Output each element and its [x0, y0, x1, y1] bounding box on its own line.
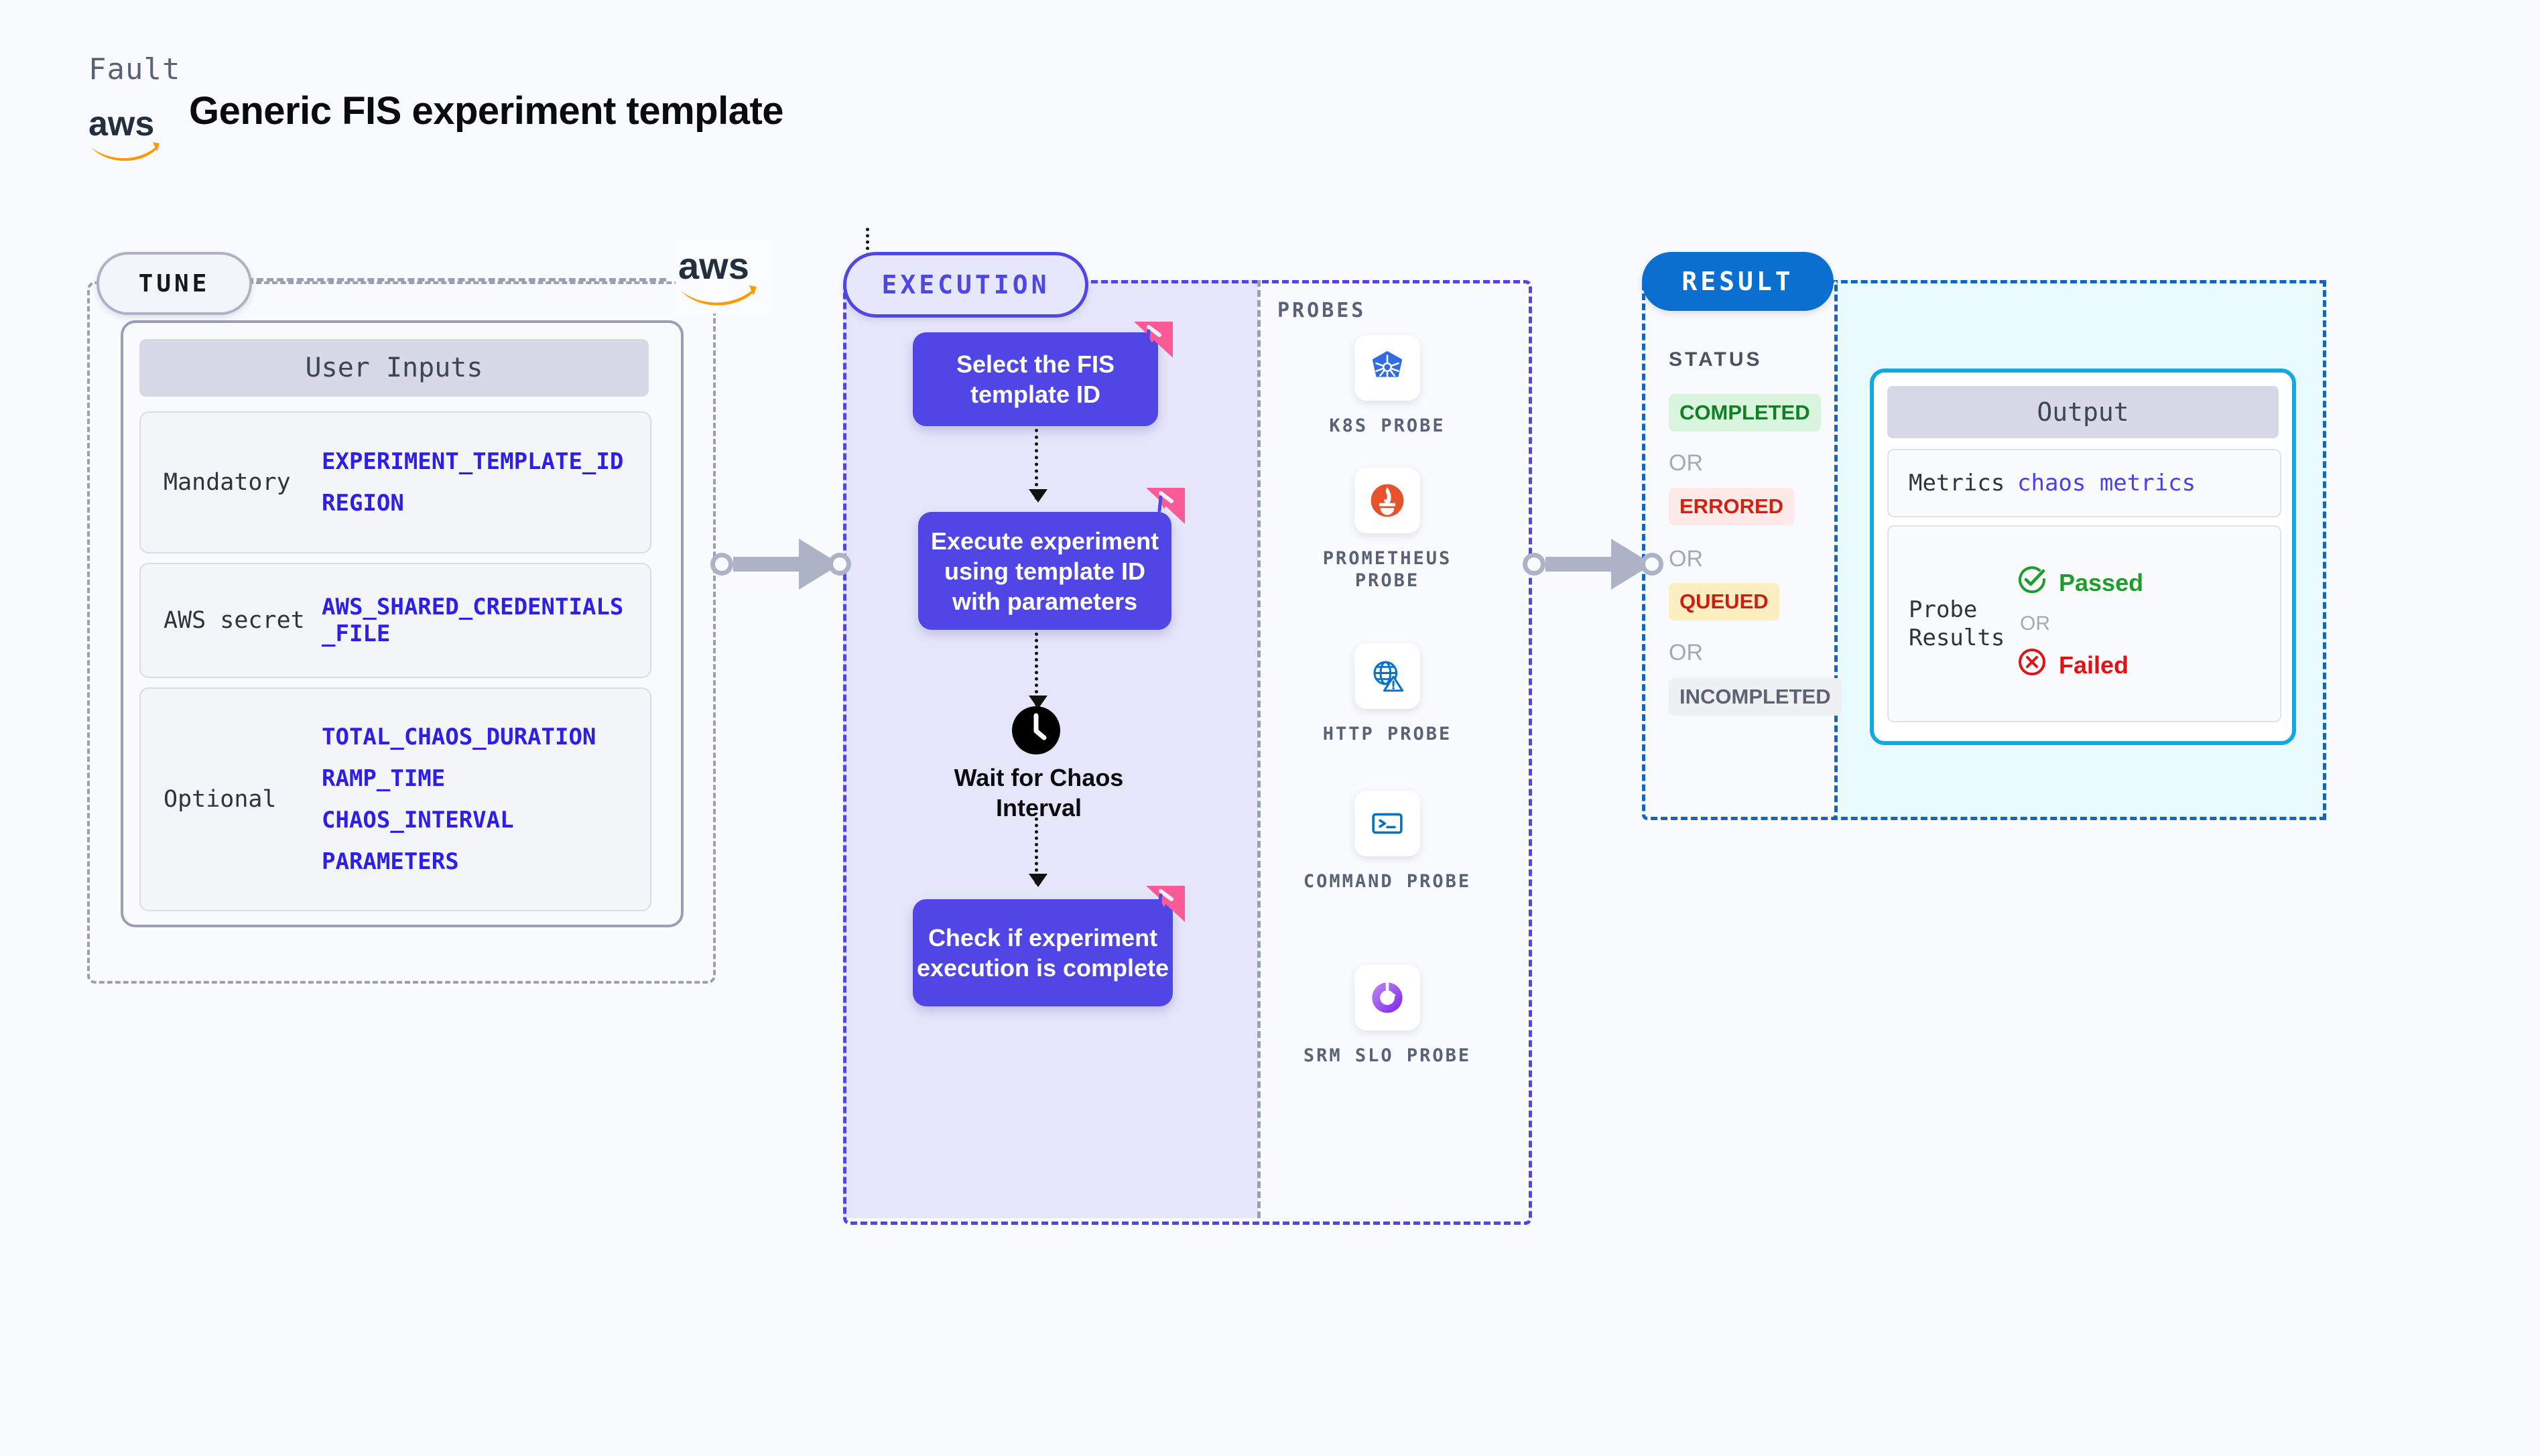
x-circle-icon: [2017, 647, 2047, 683]
execution-node-check-complete[interactable]: Check if experiment execution is complet…: [913, 899, 1173, 1006]
flow-connector-arrow: [1029, 429, 1047, 503]
probe-label: HTTP PROBE: [1322, 724, 1452, 744]
metrics-label: Metrics: [1909, 469, 2005, 497]
tune-stage-badge[interactable]: TUNE: [97, 252, 252, 315]
flow-connector-arrow: [1029, 633, 1047, 709]
param-row-label: Optional: [164, 786, 277, 813]
param-row-values: TOTAL_CHAOS_DURATION RAMP_TIME CHAOS_INT…: [322, 724, 596, 874]
param-row-mandatory: Mandatory EXPERIMENT_TEMPLATE_ID REGION: [139, 411, 651, 553]
execution-node-execute-experiment[interactable]: Execute experiment using template ID wit…: [918, 512, 1171, 630]
probe-item-command[interactable]: COMMAND PROBE: [1287, 791, 1488, 893]
param-row-label: AWS secret: [164, 607, 305, 634]
wait-for-chaos-interval-label: Wait for Chaos Interval: [954, 764, 1124, 822]
status-label: STATUS: [1669, 348, 1763, 371]
param-row-values: AWS_SHARED_CREDENTIALS _FILE: [322, 594, 623, 647]
param-row-aws-secret: AWS secret AWS_SHARED_CREDENTIALS _FILE: [139, 563, 651, 678]
param-row-label: Mandatory: [164, 469, 291, 496]
probe-label: PROMETHEUS PROBE: [1322, 548, 1452, 591]
param-value: PARAMETERS: [322, 848, 459, 876]
flow-connector-arrow: [1029, 817, 1047, 887]
arrow-start-dot: [710, 553, 733, 576]
result-status-frame: [1642, 280, 1838, 820]
probe-item-srm-slo[interactable]: SRM SLO PROBE: [1287, 965, 1488, 1067]
passed-label: Passed: [2059, 568, 2144, 596]
prometheus-icon: [1354, 468, 1420, 533]
status-badge-completed: COMPLETED: [1669, 394, 1821, 432]
output-row-metrics: Metrics chaos metrics: [1887, 449, 2281, 517]
check-circle-icon: [2017, 565, 2047, 600]
tune-aws-connector: [247, 278, 666, 281]
param-value: REGION: [322, 490, 404, 517]
or-separator: OR: [1669, 450, 1703, 476]
srm-slo-icon: [1354, 965, 1420, 1031]
probe-item-k8s[interactable]: K8S PROBE: [1287, 335, 1488, 438]
param-row-values: EXPERIMENT_TEMPLATE_ID REGION: [322, 449, 623, 516]
failed-label: Failed: [2059, 651, 2129, 679]
arrow-shaft: [733, 557, 800, 572]
param-value: RAMP_TIME: [322, 765, 446, 792]
or-separator: OR: [1669, 640, 1703, 665]
param-value: AWS_SHARED_CREDENTIALS: [322, 593, 624, 620]
fault-label: Fault: [88, 52, 181, 86]
param-value: CHAOS_INTERVAL: [322, 807, 514, 834]
metrics-value: chaos metrics: [2017, 470, 2196, 497]
flow-arrow-tune-to-execution: [710, 539, 851, 590]
user-inputs-header: User Inputs: [139, 339, 649, 397]
output-card: Output Metrics chaos metrics Probe Resul…: [1870, 369, 2296, 745]
probe-label: SRM SLO PROBE: [1303, 1045, 1472, 1066]
probes-label: PROBES: [1277, 299, 1367, 322]
probe-label: COMMAND PROBE: [1303, 871, 1472, 892]
status-badge-errored: ERRORED: [1669, 488, 1795, 525]
user-inputs-card: User Inputs Mandatory EXPERIMENT_TEMPLAT…: [121, 320, 684, 927]
output-row-probe-results: Probe Results Passed OR: [1887, 525, 2281, 722]
kubernetes-icon: [1354, 335, 1420, 401]
execution-stage-badge[interactable]: EXECUTION: [843, 252, 1088, 318]
result-stage-badge[interactable]: RESULT: [1642, 252, 1834, 311]
param-value: TOTAL_CHAOS_DURATION: [322, 723, 596, 750]
probe-results-label: Probe Results: [1909, 596, 2005, 651]
probe-result-passed: Passed: [2017, 565, 2143, 600]
arrow-start-dot: [1523, 553, 1545, 576]
arrow-end-dot: [828, 553, 851, 576]
output-header: Output: [1887, 386, 2279, 438]
probes-divider: [1257, 280, 1261, 1218]
litmus-chaos-icon: [1133, 320, 1174, 359]
litmus-chaos-icon: [1145, 884, 1186, 923]
probe-result-failed: Failed: [2017, 647, 2143, 683]
svg-text:aws: aws: [678, 245, 749, 287]
param-value: _FILE: [322, 620, 391, 647]
status-badge-incompleted: INCOMPLETED: [1669, 678, 1842, 716]
litmus-chaos-icon: [1145, 486, 1186, 525]
globe-warning-icon: [1354, 643, 1420, 709]
execution-frame: [843, 280, 1532, 1225]
execution-node-select-template[interactable]: Select the FIS template ID: [913, 332, 1158, 426]
param-value: EXPERIMENT_TEMPLATE_ID: [322, 448, 624, 475]
param-row-optional: Optional TOTAL_CHAOS_DURATION RAMP_TIME …: [139, 687, 651, 911]
clock-icon: [1011, 705, 1062, 756]
svg-text:aws: aws: [88, 105, 154, 143]
arrow-end-dot: [1641, 553, 1663, 576]
flow-arrow-execution-to-result: [1523, 539, 1663, 590]
aws-logo-icon: aws: [87, 101, 168, 165]
or-separator: OR: [1669, 546, 1703, 572]
aws-logo-icon: aws: [676, 240, 769, 314]
probe-results-values: Passed OR Failed: [2017, 565, 2143, 683]
arrow-shaft: [1545, 557, 1612, 572]
probe-label: K8S PROBE: [1329, 415, 1446, 436]
tune-frame: [87, 281, 716, 984]
probe-item-http[interactable]: HTTP PROBE: [1287, 643, 1488, 746]
probe-item-prometheus[interactable]: PROMETHEUS PROBE: [1287, 468, 1488, 592]
status-badge-queued: QUEUED: [1669, 583, 1779, 620]
page-title: Generic FIS experiment template: [189, 89, 784, 133]
terminal-icon: [1354, 791, 1420, 856]
or-separator: OR: [2020, 612, 2050, 635]
